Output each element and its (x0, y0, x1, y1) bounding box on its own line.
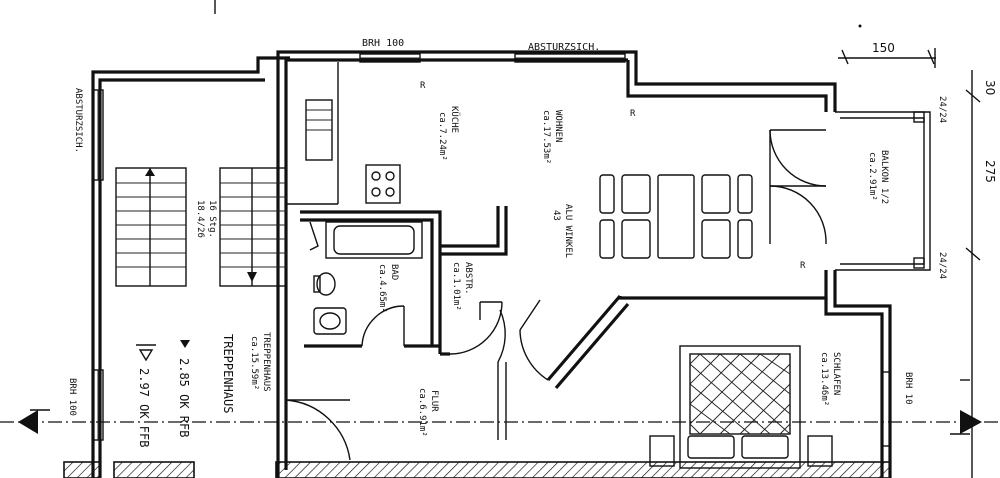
dim-150: 150 (872, 41, 895, 55)
balcony (835, 111, 931, 271)
dim-275: 275 (983, 160, 997, 183)
mark-r-2: R (630, 109, 636, 119)
entrance-door (285, 399, 351, 461)
room-kueche-area: ca.7.24m² (437, 112, 447, 161)
top-windows (359, 53, 626, 63)
absturz-top-label: ABSTURZSICH. (528, 42, 600, 53)
stair-spec-2: 18.4/26 (195, 200, 205, 238)
living-furniture (599, 174, 753, 259)
dot-mark (858, 24, 862, 28)
mark-r-3: R (800, 261, 806, 271)
bed (679, 345, 801, 469)
level-1-label: 2.85 OK RFB (177, 358, 191, 437)
room-flur-area: ca.6.91m² (417, 388, 427, 437)
alu-winkel-label: ALU WINKEL (563, 204, 573, 258)
room-treppen-title: TREPPENHAUS (221, 334, 235, 413)
kitchen-fixtures (286, 62, 401, 205)
level-markers (136, 340, 190, 362)
dim-24-top: 24/24 (937, 96, 947, 123)
room-treppen-area: ca.15.59m² (249, 336, 259, 390)
bedroom-walls (497, 294, 630, 440)
dimensions-right (838, 48, 981, 478)
absturz-left-label: ABSTURZSICH. (73, 88, 83, 153)
room-abstr-name: ABSTR. (463, 262, 473, 295)
stair-spec-1: 16 Stg. (207, 200, 217, 238)
alu-winkel-sub: 43 (551, 210, 561, 221)
section-line (0, 409, 1000, 435)
stair-window (92, 89, 104, 441)
room-wohnen-name: WOHNEN (553, 110, 563, 143)
dim-24-bottom: 24/24 (937, 252, 947, 279)
stairs (115, 167, 287, 287)
outer-walls (91, 50, 892, 478)
mark-r-1: R (420, 81, 426, 91)
brh-top-label: BRH 100 (362, 38, 404, 49)
room-wohnen-area: ca.17.53m² (541, 110, 551, 164)
room-abstr-area: ca.1.01m² (451, 262, 461, 311)
room-balkon-area: ca.2.91m² (867, 152, 877, 201)
room-flur-name: FLUR (429, 390, 439, 412)
room-schlafen-area: ca.13.46m² (819, 352, 829, 406)
brh-left-label: BRH 100 (67, 378, 77, 416)
room-bad-area: ca.4.65m² (377, 264, 387, 313)
dim-30: 30 (983, 80, 997, 95)
room-balkon-name: BALKON 1/2 (879, 150, 889, 204)
level-2-label: 2.97 OK FFB (137, 368, 151, 447)
room-kueche-name: KÜCHE (449, 106, 460, 133)
room-schlafen-name: SCHLAFEN (831, 352, 841, 395)
bathroom (300, 210, 442, 354)
schlafen-window (881, 371, 891, 447)
balcony-doors (769, 129, 827, 245)
bottom-wall-hatch (275, 461, 891, 478)
bottom-wall-hatch-left (113, 461, 195, 478)
brh-right-label: BRH 10 (903, 372, 913, 405)
room-bad-name: BAD (389, 264, 399, 280)
room-treppen-name: TREPPENHAUS (261, 332, 271, 392)
